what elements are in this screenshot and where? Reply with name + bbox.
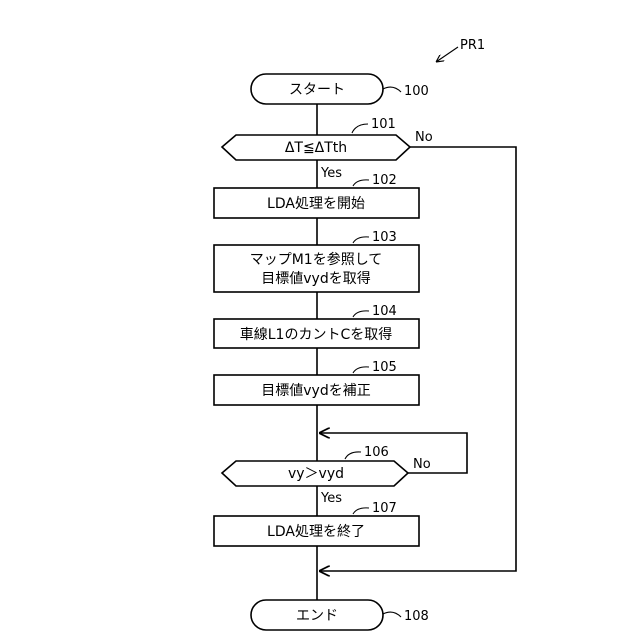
get-cant-ref-leader (353, 311, 369, 317)
step-end: エンド 108 (251, 600, 429, 630)
lda-start-ref-leader (353, 180, 369, 186)
check-vy-ref-leader (345, 452, 361, 459)
lda-end-ref-leader (353, 508, 369, 514)
lda-end-label: LDA処理を終了 (267, 524, 365, 540)
get-cant-label: 車線L1のカントCを取得 (240, 326, 392, 343)
program-ref-arrow (436, 47, 458, 62)
check-dt-ref: 101 (371, 117, 396, 132)
correct-target-ref: 105 (372, 360, 397, 375)
end-ref: 108 (404, 609, 429, 624)
program-ref-label: PR1 (460, 38, 485, 53)
lda-end-ref: 107 (372, 501, 397, 516)
start-label: スタート (289, 82, 345, 98)
check-vy-label: vy＞vyd (288, 466, 344, 482)
step-start: スタート 100 (251, 74, 429, 104)
check-vy-no: No (413, 457, 431, 472)
start-ref-leader (383, 87, 401, 92)
lda-start-ref: 102 (372, 173, 397, 188)
check-dt-label: ΔT≦ΔTth (285, 140, 347, 156)
get-target-line1: マップM1を参照して (250, 251, 383, 268)
check-dt-ref-leader (352, 124, 368, 133)
lda-start-label: LDA処理を開始 (267, 196, 365, 212)
step-check-dt: ΔT≦ΔTth 101 No Yes (222, 117, 433, 181)
get-target-ref: 103 (372, 230, 397, 245)
check-vy-yes: Yes (320, 491, 342, 506)
start-ref: 100 (404, 84, 429, 99)
end-label: エンド (296, 608, 338, 624)
check-dt-yes: Yes (320, 166, 342, 181)
step-check-vy: vy＞vyd 106 No Yes (222, 445, 431, 506)
get-cant-ref: 104 (372, 304, 397, 319)
get-target-line2: 目標値vydを取得 (261, 270, 370, 287)
correct-target-ref-leader (353, 367, 369, 373)
end-ref-leader (383, 612, 401, 617)
correct-target-label: 目標値vydを補正 (261, 383, 370, 399)
check-dt-no: No (415, 130, 433, 145)
program-ref: PR1 (436, 38, 485, 62)
get-target-ref-leader (353, 237, 369, 243)
check-vy-ref: 106 (364, 445, 389, 460)
